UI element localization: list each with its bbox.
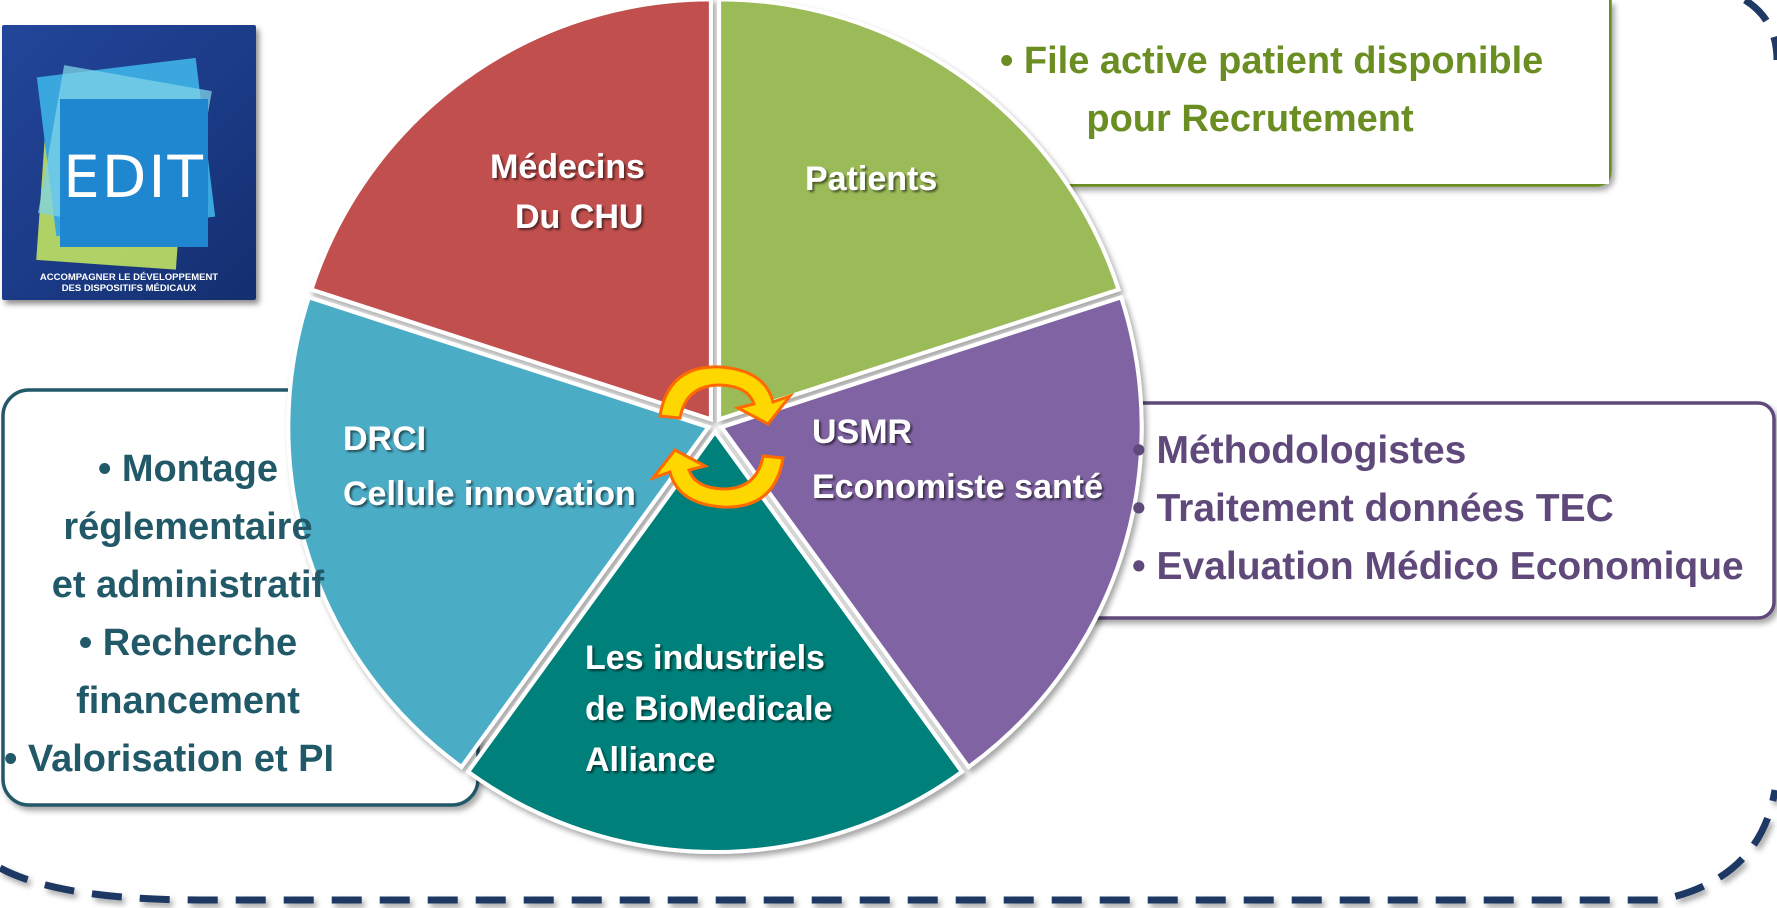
segment-label-drci: DRCI xyxy=(343,420,426,458)
logo-subtitle: ACCOMPAGNER LE DÉVELOPPEMENT DES DISPOSI… xyxy=(6,272,252,294)
segment-label-usmr: Economiste santé xyxy=(812,468,1103,506)
outer-dashed-frame xyxy=(0,789,1777,904)
segment-label-medecins: Du CHU xyxy=(515,198,643,236)
logo-subtitle-line2: DES DISPOSITIFS MÉDICAUX xyxy=(61,283,197,294)
segment-label-patients: Patients xyxy=(805,160,937,198)
logo-subtitle-line1: ACCOMPAGNER LE DÉVELOPPEMENT xyxy=(39,272,219,283)
cycle-arrow-top-icon xyxy=(658,365,795,426)
segment-label-industriels: Les industriels xyxy=(585,639,825,677)
patients-box-line: pour Recrutement xyxy=(1086,98,1414,140)
drci-box-line: financement xyxy=(76,680,300,722)
patients-box-text: • File active patient disponible pour Re… xyxy=(1000,32,1544,148)
patients-box-line: • File active patient disponible xyxy=(1000,40,1544,82)
segment-label-drci: Cellule innovation xyxy=(343,475,636,513)
pie-segment-usmr xyxy=(718,294,1144,770)
drci-box-line: • Valorisation et PI xyxy=(4,738,335,780)
logo-text: EDIT xyxy=(63,143,205,211)
drci-box-line: • Recherche xyxy=(78,622,298,664)
usmr-box-line: • Evaluation Médico Economique xyxy=(1132,545,1744,588)
pie-segment-patients xyxy=(717,0,1122,423)
drci-box-line: réglementaire xyxy=(63,506,313,548)
cycle-arrows-icon xyxy=(648,365,795,509)
drci-box-line: • Montage xyxy=(97,448,279,490)
pie-segment-industriels xyxy=(465,428,965,854)
segment-label-usmr: USMR xyxy=(812,413,912,451)
cycle-arrow-bottom-icon xyxy=(648,448,785,509)
pie-chart xyxy=(286,0,1144,854)
outer-dashed-frame-right xyxy=(1743,0,1777,61)
pie-segment-medecins xyxy=(308,0,713,423)
drci-box-text: • Montage réglementaire et administratif… xyxy=(4,440,358,788)
drci-box-line: et administratif xyxy=(51,564,325,606)
edit-logo: EDIT ACCOMPAGNER LE DÉVELOPPEMENT DES DI… xyxy=(2,25,256,300)
usmr-box-line: • Méthodologistes xyxy=(1132,429,1467,472)
pie-segment-drci xyxy=(286,294,712,770)
segment-label-medecins: Médecins xyxy=(490,148,645,186)
usmr-box-line: • Traitement données TEC xyxy=(1132,487,1614,530)
segment-label-industriels: Alliance xyxy=(585,741,715,779)
usmr-box-text: • Méthodologistes • Traitement données T… xyxy=(1132,422,1744,596)
segment-label-industriels: de BioMedicale xyxy=(585,690,833,728)
